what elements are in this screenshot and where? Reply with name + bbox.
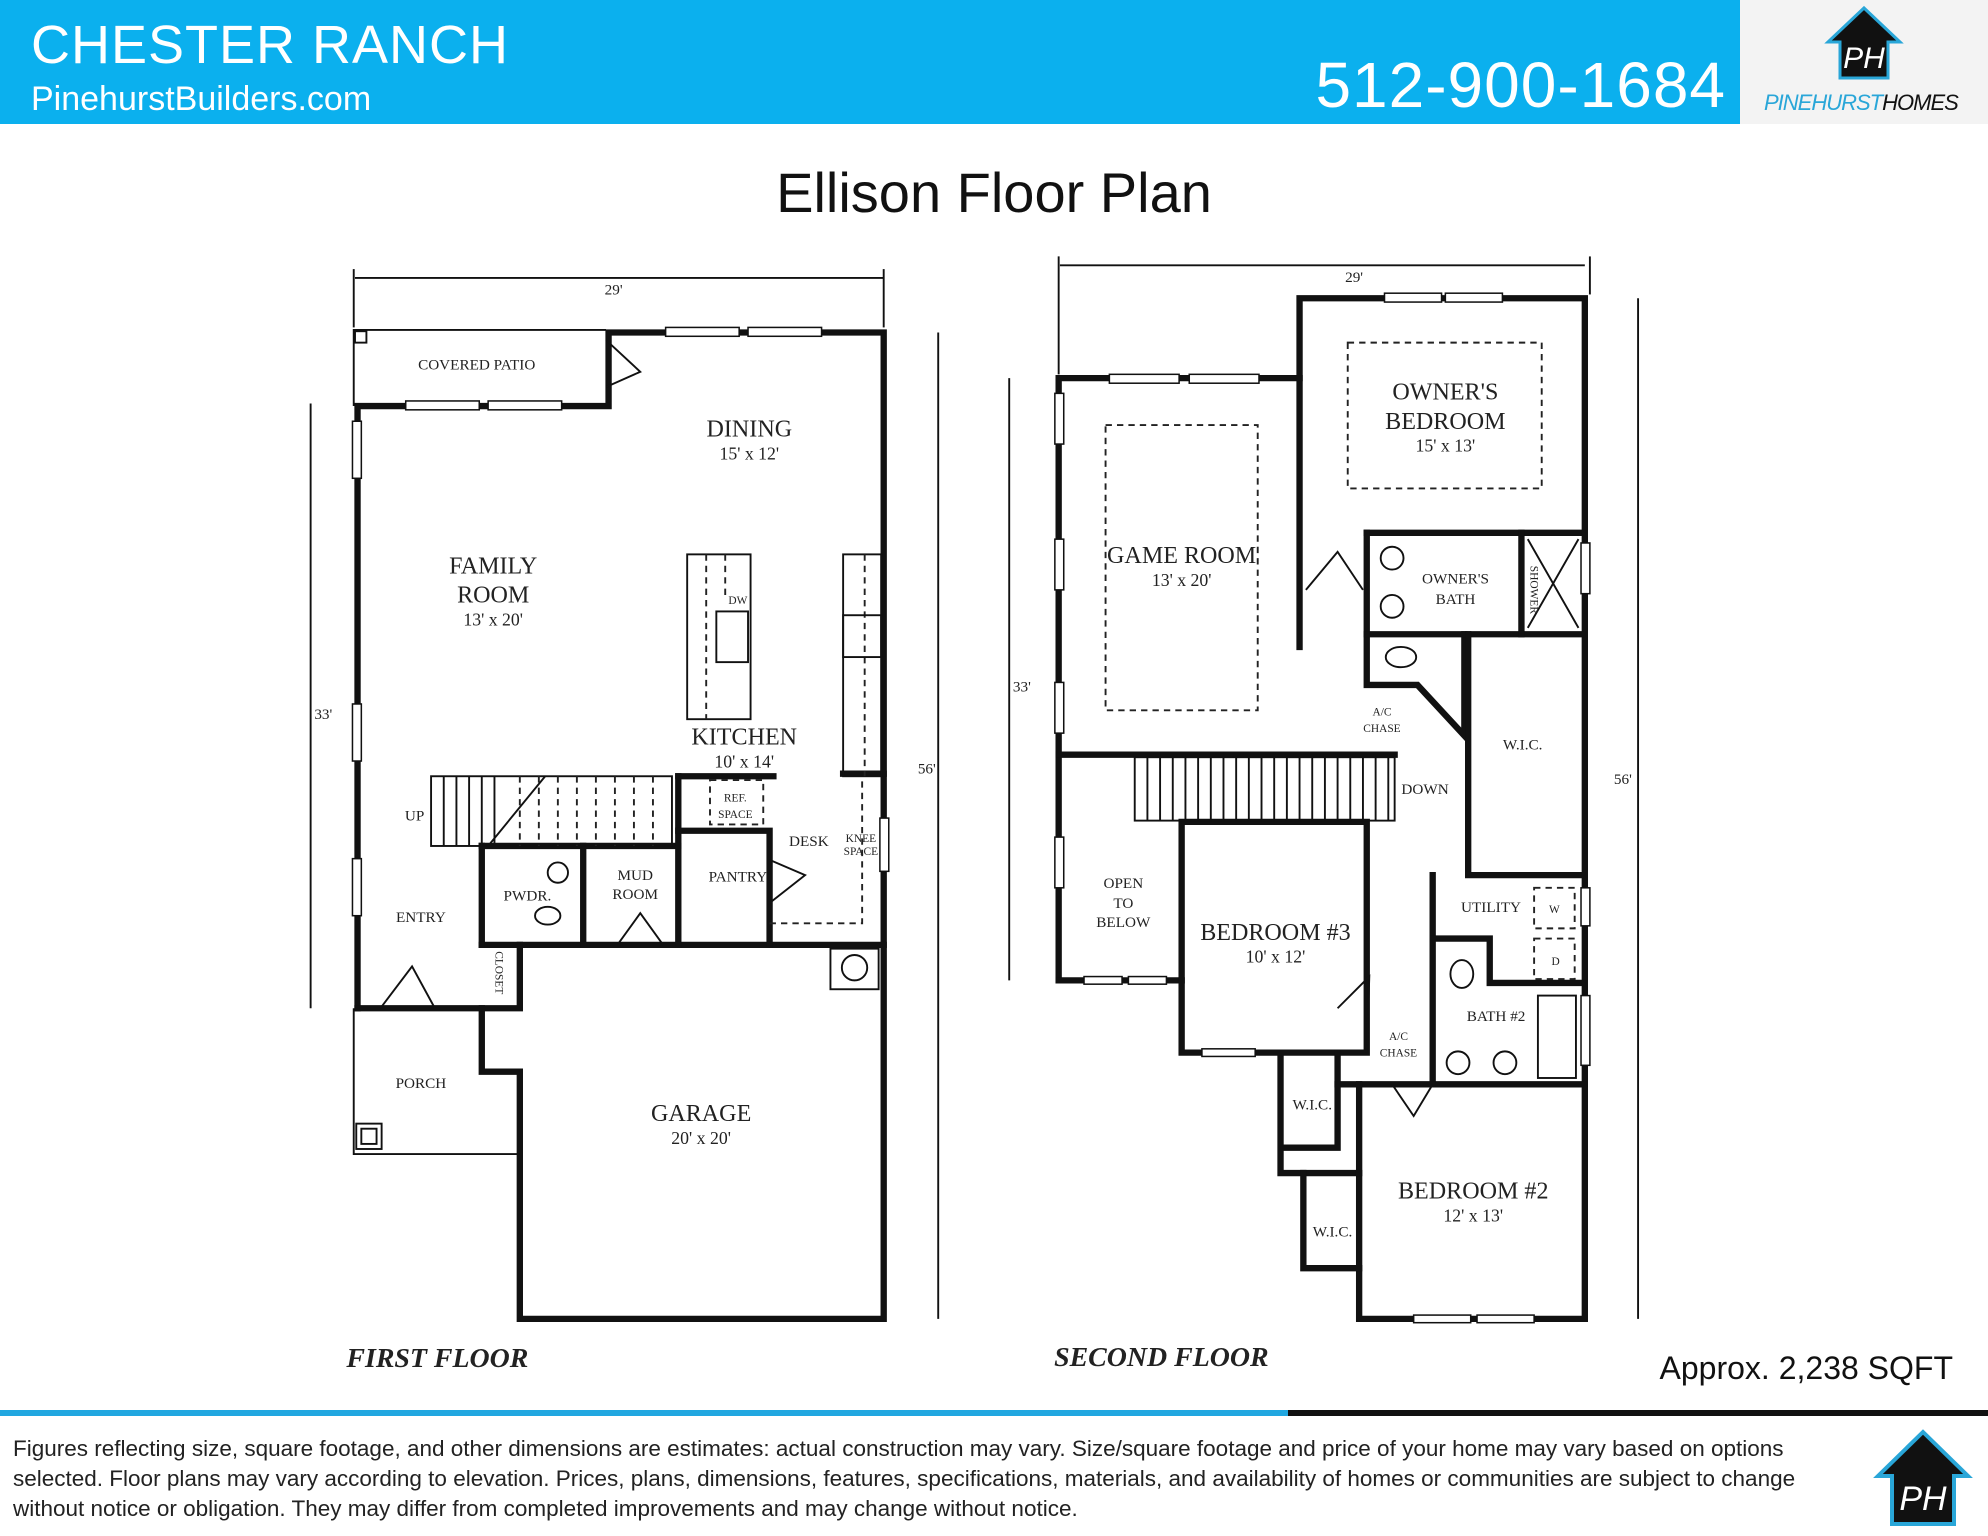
floor-label: SECOND FLOOR	[1054, 1342, 1269, 1373]
room-label: REF.	[724, 793, 747, 805]
first-floor-plan: COVERED PATIO DINING 15' x 12' FAMILY RO…	[309, 269, 940, 1374]
room-label: COVERED PATIO	[418, 356, 535, 373]
room-size: 13' x 20'	[463, 609, 523, 629]
room-label: MUD	[617, 867, 652, 884]
room-size: 20' x 20'	[671, 1128, 731, 1148]
room-label: GAME ROOM	[1107, 543, 1256, 569]
second-floor-plan: OWNER'S BEDROOM 15' x 13' GAME ROOM 13' …	[1008, 256, 1640, 1373]
community-name: CHESTER RANCH	[31, 15, 510, 75]
room-label: KNEE	[846, 833, 876, 845]
room-label: ROOM	[612, 886, 658, 903]
room-size: 15' x 12'	[719, 443, 779, 463]
page-title: Ellison Floor Plan	[776, 161, 1212, 224]
room-label: SHOWER	[1527, 566, 1539, 615]
room-label: ROOM	[457, 583, 529, 609]
room-label: BELOW	[1096, 914, 1151, 931]
room-label: FAMILY	[449, 553, 537, 579]
room-label: CHASE	[1380, 1047, 1417, 1059]
room-label: ENTRY	[396, 909, 446, 926]
room-label: SPACE	[718, 809, 752, 821]
room-label: DINING	[707, 416, 793, 442]
room-label: PORCH	[396, 1075, 447, 1092]
website-link[interactable]: PinehurstBuilders.com	[31, 80, 372, 118]
room-label: BATH	[1436, 591, 1476, 608]
room-label: CLOSET	[493, 951, 505, 994]
room-label: GARAGE	[651, 1101, 751, 1127]
room-label: BATH #2	[1467, 1008, 1526, 1025]
room-size: 12' x 13'	[1443, 1205, 1503, 1225]
room-label: W.I.C.	[1313, 1223, 1353, 1240]
logo-wordmark: PINEHURSTHOMES	[1764, 90, 1959, 115]
floor-label: FIRST FLOOR	[345, 1343, 528, 1374]
brand-logo: PH PINEHURSTHOMES	[1740, 0, 1988, 124]
room-label: OPEN	[1103, 875, 1143, 892]
dimension-depth-right: 56'	[1614, 771, 1632, 788]
svg-text:PH: PH	[1843, 42, 1885, 75]
svg-text:PH: PH	[1899, 1480, 1947, 1518]
room-label: OWNER'S	[1422, 571, 1489, 588]
header-banner: CHESTER RANCH PinehurstBuilders.com 512-…	[0, 0, 1740, 124]
square-footage: Approx. 2,238 SQFT	[1659, 1350, 1953, 1386]
room-label: DOWN	[1401, 781, 1448, 798]
room-label: OWNER'S	[1392, 380, 1498, 406]
room-label: PANTRY	[709, 868, 768, 885]
house-logo-icon: PH	[1873, 1429, 1973, 1526]
room-label: DW	[728, 595, 747, 607]
dimension-depth-right: 56'	[918, 761, 936, 778]
footer-divider	[0, 1410, 1288, 1416]
phone-number[interactable]: 512-900-1684	[1315, 49, 1726, 121]
room-label: UP	[405, 808, 424, 825]
room-label: A/C	[1389, 1031, 1408, 1043]
room-label: KITCHEN	[691, 725, 797, 751]
room-label: D	[1552, 956, 1560, 968]
room-label: TO	[1113, 895, 1133, 912]
room-size: 15' x 13'	[1416, 436, 1476, 456]
dimension-width: 29'	[605, 281, 623, 298]
room-label: W.I.C.	[1292, 1097, 1332, 1114]
room-label: BEDROOM #2	[1398, 1178, 1549, 1204]
room-size: 13' x 20'	[1152, 570, 1212, 590]
house-logo-icon: PH	[1824, 5, 1904, 80]
room-label: PWDR.	[504, 887, 552, 904]
dimension-depth-left: 33'	[1013, 678, 1031, 695]
room-size: 10' x 12'	[1246, 947, 1306, 967]
room-label: BEDROOM #3	[1200, 920, 1351, 946]
room-label: BEDROOM	[1385, 409, 1505, 435]
room-label: A/C	[1372, 706, 1391, 718]
room-label: UTILITY	[1461, 899, 1521, 916]
room-label: W.I.C.	[1503, 737, 1543, 754]
disclaimer-text: Figures reflecting size, square footage,…	[13, 1436, 1796, 1521]
room-label: SPACE	[844, 846, 878, 858]
dimension-depth-left: 33'	[314, 706, 332, 723]
footer-divider-dark	[1288, 1410, 1988, 1416]
room-label: DESK	[789, 833, 829, 850]
dimension-width: 29'	[1345, 269, 1363, 286]
room-size: 10' x 14'	[714, 751, 774, 771]
room-label: W	[1549, 904, 1560, 916]
room-label: CHASE	[1363, 723, 1400, 735]
